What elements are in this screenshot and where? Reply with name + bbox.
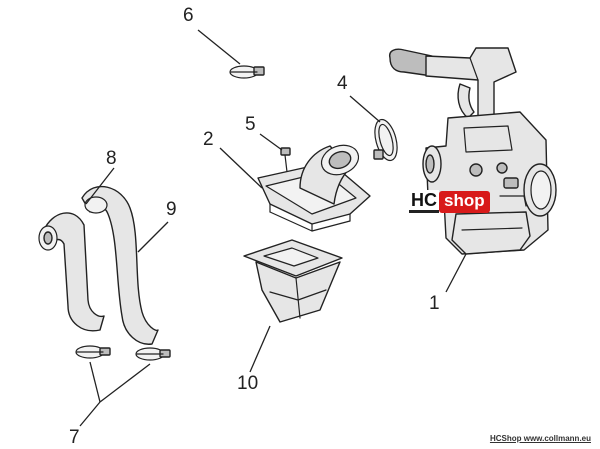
callout-8: 8 bbox=[106, 148, 117, 169]
leader-1 bbox=[445, 253, 467, 293]
leader-7a bbox=[89, 361, 101, 403]
callout-9: 9 bbox=[166, 199, 177, 220]
credit-link[interactable]: HCShop www.collmann.eu bbox=[489, 434, 591, 443]
part-8-hose bbox=[38, 212, 105, 332]
hcshop-watermark: HC shop bbox=[409, 190, 490, 213]
callout-5: 5 bbox=[245, 114, 256, 135]
part-4-clamp-ring bbox=[373, 118, 398, 162]
callout-2: 2 bbox=[203, 129, 214, 150]
callout-1: 1 bbox=[429, 293, 440, 314]
part-7-clamp-left bbox=[75, 345, 111, 359]
callout-4: 4 bbox=[337, 73, 348, 94]
leader-2 bbox=[219, 147, 263, 189]
part-7-clamp-right bbox=[135, 347, 171, 361]
leader-8 bbox=[85, 167, 115, 205]
part-1-carburetor bbox=[389, 47, 557, 255]
part-6-clamp bbox=[229, 65, 265, 79]
part-10-reed-valve bbox=[243, 239, 343, 323]
leader-5 bbox=[259, 133, 283, 151]
leader-4 bbox=[349, 95, 381, 123]
part-2-intake-manifold bbox=[257, 144, 371, 232]
callout-7: 7 bbox=[69, 427, 80, 448]
leader-7c bbox=[79, 401, 101, 427]
watermark-hc: HC bbox=[409, 190, 439, 213]
callout-6: 6 bbox=[183, 5, 194, 26]
callout-10: 10 bbox=[237, 373, 259, 394]
watermark-shop: shop bbox=[439, 190, 490, 213]
leader-6 bbox=[197, 29, 241, 65]
part-5-screw bbox=[280, 147, 291, 173]
leader-7b bbox=[99, 363, 151, 403]
leader-lines bbox=[79, 29, 467, 427]
leader-9 bbox=[137, 221, 169, 253]
part-9-hose bbox=[81, 185, 159, 345]
leader-10 bbox=[249, 325, 271, 373]
